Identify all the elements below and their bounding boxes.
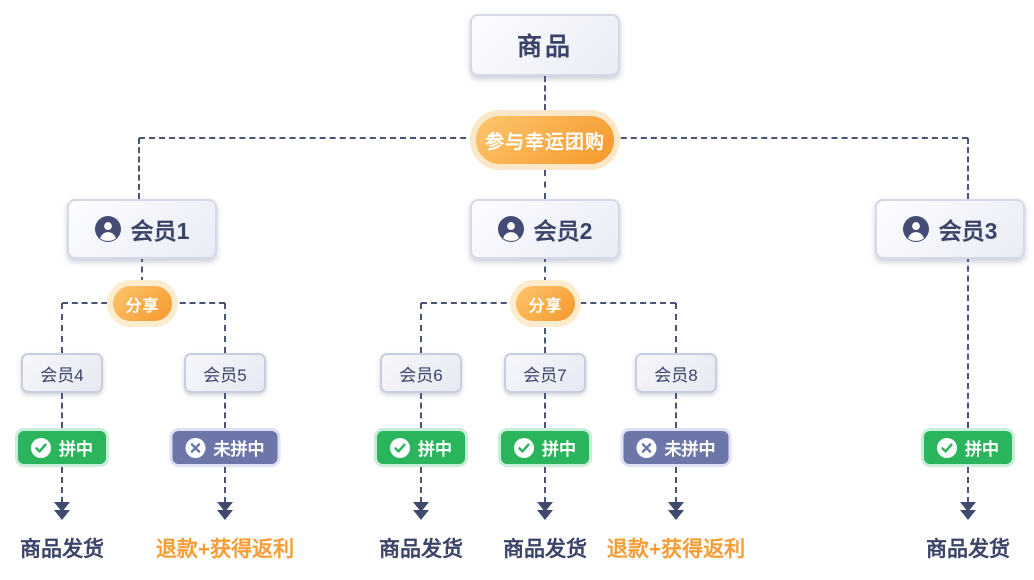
member-label: 会员2 <box>533 218 593 244</box>
connector-line <box>224 467 226 503</box>
child-node-member8: 会员8 <box>635 353 717 393</box>
outcome-label: 商品发货 <box>20 538 104 561</box>
outcome-label: 商品发货 <box>379 538 463 561</box>
connector-line <box>61 467 63 503</box>
badge-label: 拼中 <box>59 440 93 459</box>
connector-line <box>420 393 422 428</box>
connector-line <box>544 76 546 110</box>
connector-line <box>675 467 677 503</box>
connector-line <box>544 256 546 283</box>
join-group-pill: 参与幸运团购 <box>470 110 620 170</box>
connector-line <box>224 303 226 353</box>
user-icon <box>94 216 121 242</box>
outcome-label: 退款+获得返利 <box>606 538 746 561</box>
badge-label: 未拼中 <box>664 440 716 459</box>
connector-line <box>61 303 63 353</box>
child-node-member4: 会员4 <box>21 353 103 393</box>
child-label: 会员8 <box>654 365 698 385</box>
member-label: 会员1 <box>130 218 190 244</box>
arrow-down-icon <box>960 502 976 520</box>
outcome-label: 商品发货 <box>926 538 1010 561</box>
arrow-down-icon <box>537 502 553 520</box>
connector-line <box>544 393 546 428</box>
child-label: 会员4 <box>40 365 84 385</box>
child-label: 会员7 <box>523 365 567 385</box>
check-circle-icon <box>31 437 51 458</box>
share-pill-2: 分享 <box>510 280 581 327</box>
product-node: 商品 <box>470 14 620 76</box>
arrow-down-icon <box>413 502 429 520</box>
connector-line <box>675 303 677 353</box>
arrow-down-icon <box>217 502 233 520</box>
badge-label: 拼中 <box>542 440 576 459</box>
connector-line <box>675 393 677 428</box>
connector-line <box>420 467 422 503</box>
status-badge-win: 拼中 <box>374 428 468 467</box>
badge-label: 未拼中 <box>213 440 265 459</box>
status-badge-lose: 未拼中 <box>169 428 281 467</box>
connector-line <box>967 138 969 199</box>
share-label: 分享 <box>125 297 160 315</box>
connector-line <box>544 170 546 199</box>
connector-line <box>420 303 422 353</box>
child-node-member7: 会员7 <box>504 353 586 393</box>
join-group-label: 参与幸运团购 <box>484 131 605 153</box>
share-label: 分享 <box>528 297 563 315</box>
status-badge-win: 拼中 <box>921 428 1015 467</box>
connector-line <box>61 393 63 428</box>
status-badge-win: 拼中 <box>15 428 109 467</box>
member-node-3: 会员3 <box>875 199 1025 259</box>
connector-line <box>544 467 546 503</box>
connector-line <box>138 138 140 199</box>
connector-line <box>967 256 969 428</box>
member-label: 会员3 <box>938 218 998 244</box>
check-circle-icon <box>514 437 534 458</box>
product-label: 商品 <box>516 33 573 61</box>
x-circle-icon <box>636 437 657 458</box>
connector-line <box>967 467 969 503</box>
outcome-label: 商品发货 <box>503 538 587 561</box>
badge-label: 拼中 <box>965 440 999 459</box>
member-node-1: 会员1 <box>67 199 217 259</box>
child-node-member5: 会员5 <box>184 353 266 393</box>
user-icon <box>902 216 929 242</box>
status-badge-lose: 未拼中 <box>620 428 732 467</box>
badge-label: 拼中 <box>418 440 452 459</box>
outcome-label: 退款+获得返利 <box>155 538 295 561</box>
share-pill-1: 分享 <box>107 280 178 327</box>
member-node-2: 会员2 <box>470 199 620 259</box>
arrow-down-icon <box>54 502 70 520</box>
child-node-member6: 会员6 <box>380 353 462 393</box>
check-circle-icon <box>390 437 410 458</box>
connector-line <box>224 393 226 428</box>
connector-line <box>141 256 143 283</box>
user-icon <box>497 216 524 242</box>
arrow-down-icon <box>668 502 684 520</box>
child-label: 会员6 <box>399 365 443 385</box>
status-badge-win: 拼中 <box>498 428 592 467</box>
check-circle-icon <box>937 437 957 458</box>
child-label: 会员5 <box>203 365 247 385</box>
connector-line <box>544 328 546 353</box>
x-circle-icon <box>185 437 206 458</box>
